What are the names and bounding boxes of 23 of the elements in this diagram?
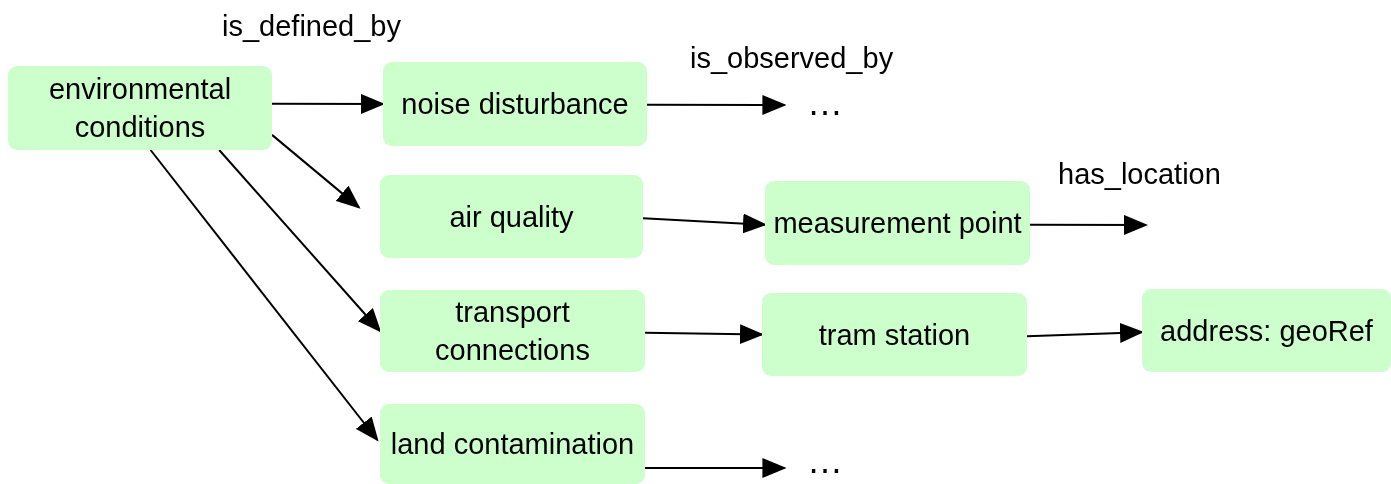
concept-box: address: geoRef [1142,289,1391,372]
concept-box: measurement point [765,181,1030,265]
relation-label: has_location [1058,158,1221,191]
relation-label: is_defined_by [222,10,401,43]
concept-box: tram station [762,293,1027,376]
arrow [1029,214,1148,235]
concept-box: noise disturbance [383,62,647,146]
arrow [646,94,787,115]
concept-box: land contamination [380,404,645,484]
arrow [218,149,382,333]
concept-box: environmental conditions [8,66,272,150]
ellipsis-text: … [790,436,860,484]
ellipsis-text: … [790,78,860,128]
relation-label: is_observed_by [690,42,894,75]
arrow [271,93,385,114]
concept-box: transport connections [380,290,645,372]
arrow [644,458,787,478]
arrow [271,133,361,209]
arrow [1026,322,1144,343]
arrow [149,149,379,442]
arrow [644,324,764,345]
arrow [642,213,767,234]
concept-box: air quality [380,175,643,258]
